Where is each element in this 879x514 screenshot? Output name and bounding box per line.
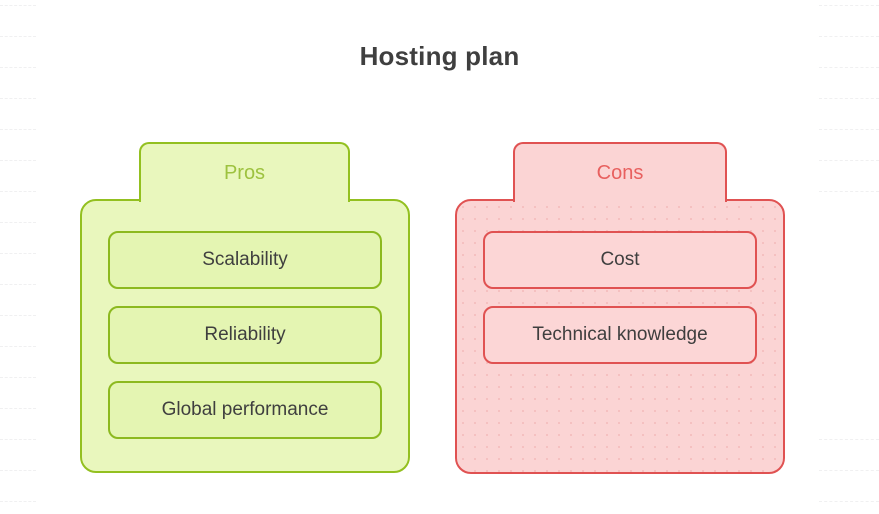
cons-tab-header[interactable]: Cons: [513, 142, 727, 202]
list-item[interactable]: Scalability: [108, 231, 382, 289]
list-item-label: Reliability: [204, 324, 286, 345]
pros-panel: Scalability Reliability Global performan…: [80, 199, 410, 473]
page-title: Hosting plan: [359, 41, 520, 71]
list-item-label: Scalability: [202, 249, 288, 270]
pros-tab-label: Pros: [223, 161, 266, 184]
list-item[interactable]: Global performance: [108, 381, 382, 439]
list-item[interactable]: Cost: [483, 231, 757, 289]
pros-column: Pros Scalability Reliability Global perf…: [80, 142, 410, 473]
list-item[interactable]: Reliability: [108, 306, 382, 364]
list-item-label: Technical knowledge: [532, 324, 708, 345]
list-item-label: Cost: [600, 249, 640, 270]
list-item-label: Global performance: [161, 399, 329, 420]
cons-column: Cons Cost Technical knowledge: [455, 142, 785, 474]
cons-panel: Cost Technical knowledge: [455, 199, 785, 474]
list-item[interactable]: Technical knowledge: [483, 306, 757, 364]
cons-tab-label: Cons: [596, 161, 644, 184]
pros-tab-header[interactable]: Pros: [139, 142, 350, 202]
